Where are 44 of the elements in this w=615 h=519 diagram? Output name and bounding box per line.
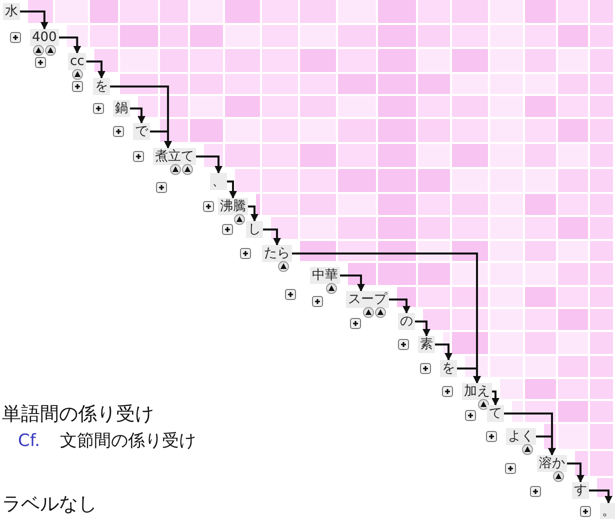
dependency-arrow [536, 436, 556, 456]
word-token: を [440, 360, 457, 377]
dependency-arrow [415, 320, 430, 337]
word-token: の [398, 313, 415, 330]
word-token: 煮立て [153, 148, 196, 165]
dependency-arrow [567, 462, 584, 483]
word-token: す [572, 482, 589, 499]
word-token: し [246, 221, 263, 238]
word-token: 鍋 [113, 100, 130, 117]
dependency-arrow [457, 368, 481, 384]
dependency-arrow [263, 228, 281, 246]
word-token: で [133, 123, 150, 140]
word-token: 、 [210, 173, 227, 190]
word-token: 中華 [310, 267, 340, 284]
word-token: 溶か [537, 455, 567, 472]
dependency-arrow [492, 390, 500, 406]
dependency-arrow [589, 490, 612, 504]
dependency-arrow [86, 60, 106, 79]
word-token: よく [506, 428, 536, 445]
word-token: 沸騰 [218, 198, 248, 215]
word-token: cc [68, 53, 86, 70]
dependency-arrow [248, 206, 258, 222]
dependency-arrow [340, 274, 365, 292]
heading-text: ラベルなし [2, 492, 97, 516]
dependency-arrow [20, 10, 48, 30]
word-token: たら [262, 245, 292, 262]
dependency-arrow [389, 298, 410, 314]
heading-text: 単語間の係り受け [2, 402, 154, 426]
dependency-arrow [150, 130, 172, 149]
word-token: 。 [600, 503, 615, 519]
word-token: を [93, 78, 110, 95]
word-token: 加え [462, 383, 492, 400]
note-text: 文節間の係り受け [60, 430, 196, 452]
dependency-arrow [58, 36, 82, 54]
dependency-arrow [196, 156, 222, 174]
dependency-arrow [227, 180, 237, 199]
dependency-arrow [435, 344, 452, 361]
word-token: 水 [3, 3, 20, 20]
word-token: て [487, 405, 504, 422]
word-token: スープ [346, 291, 389, 308]
word-token: 400 [30, 29, 59, 46]
word-token: 素 [418, 336, 435, 353]
cf-note: Cf. [18, 430, 40, 452]
dependency-arrow [130, 108, 146, 124]
